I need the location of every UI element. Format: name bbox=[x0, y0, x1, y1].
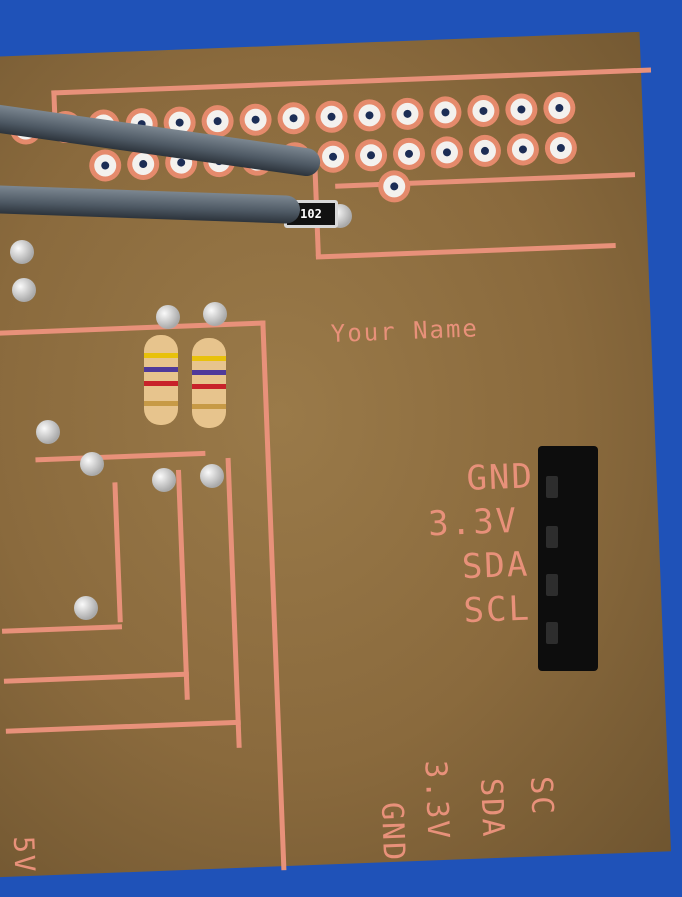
pad bbox=[321, 145, 345, 169]
pad bbox=[93, 154, 117, 177]
trace-horizontal-smd-bottom bbox=[315, 242, 616, 260]
trace-bottom-2 bbox=[3, 671, 189, 684]
band-gold bbox=[144, 401, 178, 406]
rotated-label-3v3: 3.3V bbox=[417, 759, 456, 842]
pcb-photo-scene: Your Name GND 3.3V SDA SCL GND 3.3V SDA … bbox=[0, 0, 583, 844]
pad bbox=[397, 142, 421, 166]
band-red bbox=[192, 384, 226, 389]
pad-row-top bbox=[0, 32, 639, 140]
trace-mid-horizontal bbox=[35, 450, 206, 463]
pad bbox=[473, 139, 497, 163]
pad bbox=[547, 96, 571, 120]
trace-inner-2 bbox=[175, 469, 190, 700]
trace-left-outline-top bbox=[0, 320, 266, 337]
solder-joint bbox=[200, 464, 224, 488]
pin-label-3v3: 3.3V bbox=[427, 500, 519, 545]
header-pin bbox=[546, 476, 558, 498]
solder-joint bbox=[10, 240, 34, 264]
trace-top-border bbox=[51, 67, 652, 96]
pin-header-connector bbox=[538, 446, 598, 671]
solder-joint bbox=[12, 278, 36, 302]
solder-joint bbox=[156, 305, 180, 329]
pad bbox=[131, 152, 155, 176]
solder-joint bbox=[36, 420, 60, 444]
trace-horizontal-smd-top bbox=[335, 172, 636, 189]
pin-label-sda: SDA bbox=[461, 544, 531, 588]
header-pin bbox=[546, 622, 558, 644]
silkscreen-name-label: Your Name bbox=[330, 314, 480, 348]
rotated-pin-labels: GND 3.3V SDA SC bbox=[374, 752, 651, 881]
solder-joint bbox=[80, 452, 104, 476]
solder-joint bbox=[152, 468, 176, 492]
pin-label-gnd: GND bbox=[465, 456, 535, 499]
pad bbox=[435, 140, 459, 164]
band-gold bbox=[192, 404, 226, 409]
resistor-left bbox=[144, 335, 178, 425]
band-yellow bbox=[192, 356, 226, 361]
pad bbox=[472, 99, 495, 123]
pin-label-scl: SCL bbox=[462, 588, 532, 632]
band-violet bbox=[144, 367, 178, 372]
header-pin bbox=[546, 526, 558, 548]
resistor-right bbox=[192, 338, 226, 428]
rotated-label-gnd: GND bbox=[373, 801, 412, 863]
band-red bbox=[144, 381, 178, 386]
pad bbox=[282, 106, 305, 130]
pad bbox=[320, 105, 343, 129]
header-pin bbox=[546, 574, 558, 596]
pad bbox=[434, 100, 457, 124]
band-yellow bbox=[144, 353, 178, 358]
band-violet bbox=[192, 370, 226, 375]
pad bbox=[511, 138, 535, 161]
solder-joint bbox=[203, 302, 227, 326]
pad-single bbox=[382, 175, 406, 198]
trace-inner-3 bbox=[112, 482, 123, 623]
pad bbox=[509, 98, 533, 121]
pad bbox=[359, 143, 383, 167]
trace-inner-1 bbox=[225, 457, 242, 748]
pad bbox=[549, 136, 573, 160]
pad bbox=[206, 109, 230, 133]
edge-label-5v: 5V bbox=[6, 835, 42, 875]
solder-joint bbox=[74, 596, 98, 620]
pad bbox=[244, 108, 268, 132]
trace-bottom-1 bbox=[1, 624, 123, 634]
pad bbox=[396, 102, 419, 126]
rotated-label-sda: SDA bbox=[473, 777, 511, 839]
pad-row-second bbox=[0, 32, 639, 177]
trace-left-outline-right bbox=[260, 320, 287, 871]
trace-bottom-3 bbox=[5, 719, 241, 734]
pad bbox=[358, 103, 381, 127]
rotated-label-sc: SC bbox=[523, 775, 560, 818]
